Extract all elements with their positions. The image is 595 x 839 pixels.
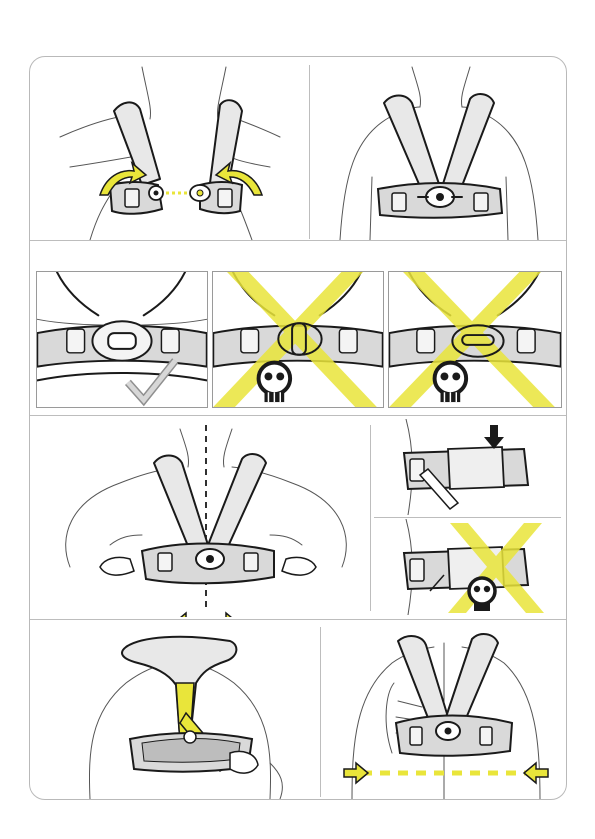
step-4-illustration bbox=[30, 417, 370, 617]
divider bbox=[374, 517, 561, 518]
step-3c-illustration bbox=[389, 272, 561, 407]
checkmark-icon bbox=[128, 361, 175, 400]
divider bbox=[370, 425, 371, 611]
skull-danger-icon bbox=[435, 363, 467, 402]
step-2-panel bbox=[310, 57, 567, 240]
step-3a-illustration bbox=[37, 272, 207, 407]
divider bbox=[30, 619, 567, 620]
step-5b-panel bbox=[374, 519, 564, 615]
step-6-illustration bbox=[30, 623, 320, 799]
step-6-panel bbox=[30, 623, 320, 799]
skull-danger-icon bbox=[259, 363, 291, 402]
step-5a-illustration bbox=[374, 419, 564, 515]
instruction-sheet: = = bbox=[29, 56, 567, 800]
divider bbox=[320, 627, 321, 797]
arrow-right-icon bbox=[344, 763, 368, 783]
arrow-left-icon bbox=[174, 613, 200, 617]
divider bbox=[30, 415, 567, 416]
step-5b-illustration bbox=[374, 519, 564, 615]
divider bbox=[30, 240, 567, 241]
step-4-panel: = = bbox=[30, 417, 370, 617]
arrow-left-icon bbox=[524, 763, 548, 783]
step-3c-panel bbox=[388, 271, 562, 408]
arrow-right-icon bbox=[214, 613, 238, 617]
step-3b-panel bbox=[212, 271, 384, 408]
arrow-down-icon bbox=[484, 425, 504, 449]
step-2-illustration bbox=[310, 57, 567, 240]
skull-danger-icon bbox=[469, 578, 495, 611]
step-7-illustration bbox=[322, 623, 567, 799]
step-7-panel bbox=[322, 623, 567, 799]
step-5a-panel bbox=[374, 419, 564, 515]
step-3b-illustration bbox=[213, 272, 383, 407]
step-1-illustration bbox=[30, 57, 309, 240]
step-1-panel bbox=[30, 57, 309, 240]
step-3a-panel bbox=[36, 271, 208, 408]
